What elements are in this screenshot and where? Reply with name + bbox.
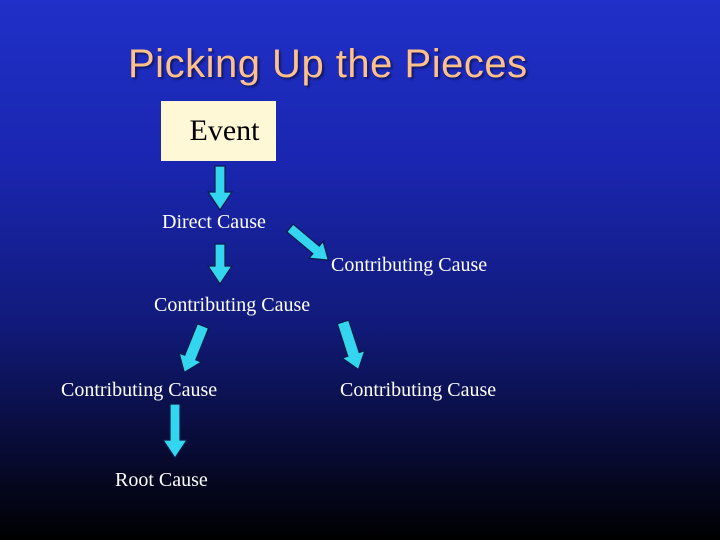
down-arrow-event-to-direct	[206, 165, 234, 212]
diagonal-arrow-middle-to-left	[178, 322, 210, 374]
down-arrow-direct-to-contributing-middle	[206, 243, 234, 286]
event-box: Event	[161, 101, 276, 161]
contributing-cause-left-label: Contributing Cause	[61, 379, 218, 401]
down-arrow-left-to-root	[161, 403, 189, 460]
event-label: Event	[189, 114, 260, 147]
contributing-cause-far-right-label: Contributing Cause	[340, 379, 497, 401]
diagonal-arrow-middle-to-far-right	[336, 319, 366, 371]
contributing-cause-middle-label: Contributing Cause	[154, 294, 311, 316]
direct-cause-label: Direct Cause	[162, 211, 266, 233]
root-cause-label: Root Cause	[115, 469, 208, 491]
diagonal-arrow-direct-to-contributing-right	[285, 223, 330, 261]
slide-title: Picking Up the Pieces	[128, 42, 528, 86]
contributing-cause-right-label: Contributing Cause	[331, 254, 488, 276]
